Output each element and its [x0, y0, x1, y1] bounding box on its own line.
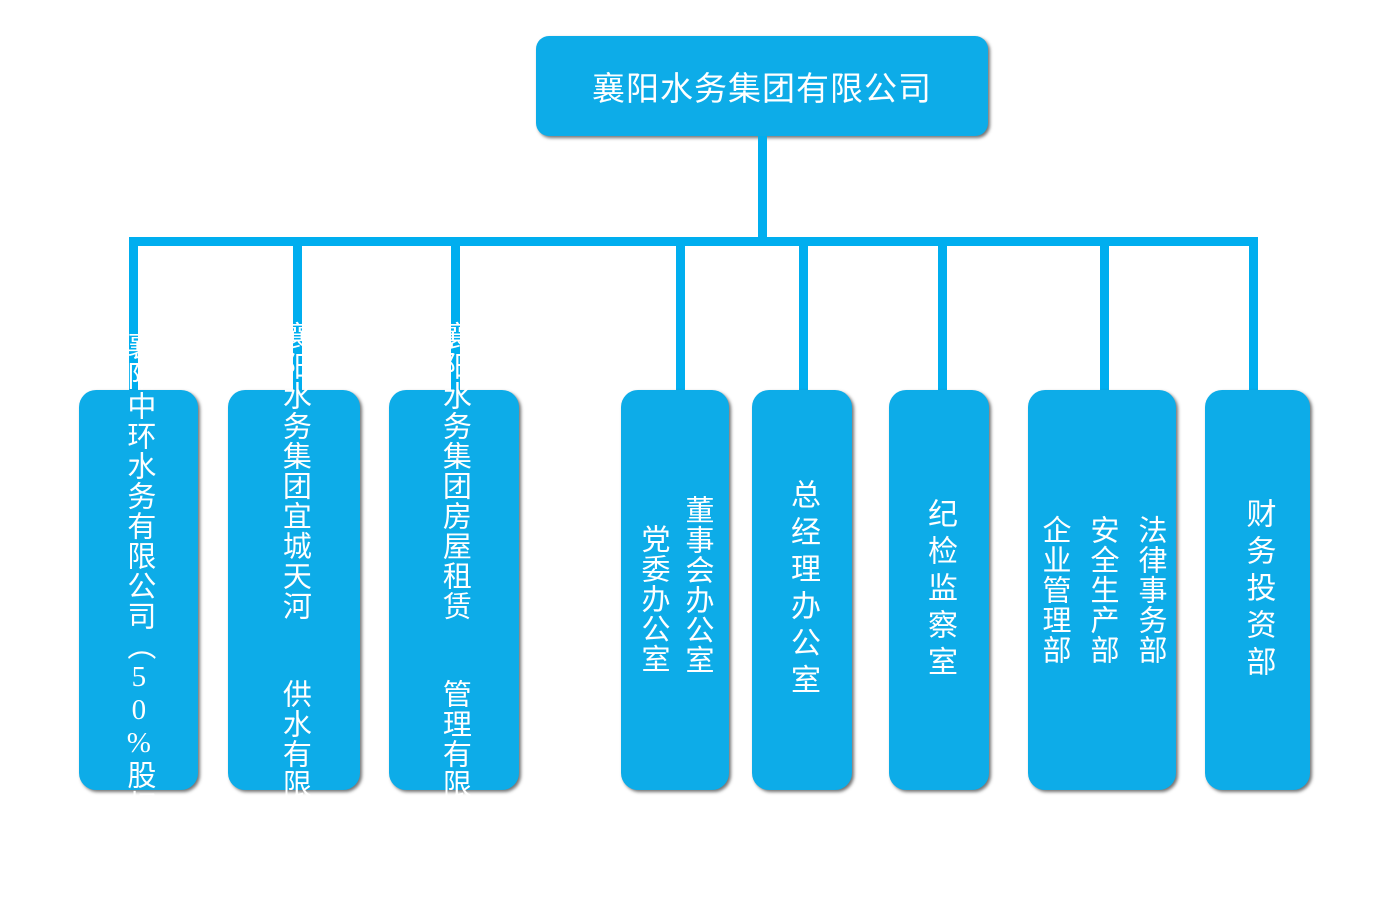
connector-drop-1	[129, 237, 138, 392]
node-dept-zongjingli-bangongshi[interactable]: 总经理办公室	[752, 390, 852, 790]
node-2-line-2: 供水有限公司	[278, 679, 311, 859]
connector-root-stem	[758, 136, 767, 237]
node-3-text: 襄阳水务集团房屋租赁 管理有限公司	[438, 321, 470, 859]
node-1-line-2: （50%股权）	[122, 630, 155, 850]
connector-drop-5	[799, 237, 808, 392]
node-7-text: 法律事务部 安全生产部 企业管理部	[1033, 400, 1171, 780]
node-3-line-1: 襄阳水务集团房屋租赁	[438, 321, 471, 621]
node-3-line-2: 管理有限公司	[438, 679, 471, 859]
connector-drop-3	[451, 237, 460, 392]
root-node-label: 襄阳水务集团有限公司	[592, 72, 932, 108]
node-4-text: 董事会办公室 党委办公室	[632, 400, 718, 780]
connector-drop-4	[676, 237, 685, 392]
node-dept-dongshihui-dangwei[interactable]: 董事会办公室 党委办公室	[621, 390, 729, 790]
node-dept-caiwu-touzibu[interactable]: 财务投资部	[1205, 390, 1310, 790]
node-1-text: 襄阳中环水务有限公司 （50%股权）	[123, 331, 155, 850]
node-subsidiary-yicheng-tianhe[interactable]: 襄阳水务集团宜城天河 供水有限公司	[228, 321, 360, 859]
node-subsidiary-fangwu-zulin[interactable]: 襄阳水务集团房屋租赁 管理有限公司	[389, 321, 519, 859]
node-8-label: 财务投资部	[1241, 497, 1275, 683]
node-6-label: 纪检监察室	[923, 497, 956, 683]
node-7-line-3: 企业管理部	[1038, 515, 1070, 665]
node-1-line-1: 襄阳中环水务有限公司	[122, 330, 155, 631]
node-4-line-2: 党委办公室	[637, 524, 669, 674]
node-5-label: 总经理办公室	[786, 479, 819, 701]
connector-horizontal-bus	[129, 237, 1258, 246]
connector-drop-7	[1100, 237, 1109, 392]
connector-drop-2	[293, 237, 302, 392]
node-subsidiary-zhonghuan[interactable]: 襄阳中环水务有限公司 （50%股权）	[79, 331, 198, 850]
node-dept-jijian-jianchashi[interactable]: 纪检监察室	[889, 390, 989, 790]
root-node[interactable]: 襄阳水务集团有限公司	[536, 36, 988, 136]
connector-drop-6	[938, 237, 947, 392]
node-dept-falv-anquan-qiye[interactable]: 法律事务部 安全生产部 企业管理部	[1028, 390, 1176, 790]
node-2-line-1: 襄阳水务集团宜城天河	[278, 321, 311, 621]
node-4-line-1: 董事会办公室	[681, 495, 713, 675]
node-7-line-2: 安全生产部	[1086, 515, 1118, 665]
connector-drop-8	[1249, 237, 1258, 392]
node-2-text: 襄阳水务集团宜城天河 供水有限公司	[278, 321, 310, 859]
node-7-line-1: 法律事务部	[1134, 515, 1166, 665]
